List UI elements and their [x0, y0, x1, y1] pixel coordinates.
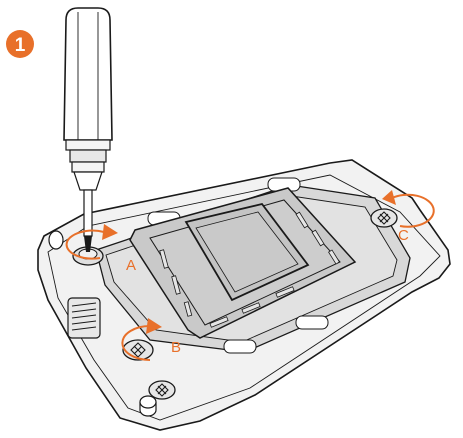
rotation-arrow-head-a	[102, 224, 118, 240]
hinge-spring	[67, 297, 101, 339]
step-badge: 1	[6, 30, 34, 58]
rotation-arrow-head-b	[146, 318, 162, 334]
screw-spare	[148, 380, 176, 400]
screw-label-c: C	[398, 227, 409, 244]
rotation-arrow-head-c	[382, 190, 396, 205]
screw-b	[122, 339, 154, 361]
screw-c	[370, 208, 398, 228]
torx-screw-icon	[130, 342, 146, 358]
torx-screw-icon	[377, 211, 391, 225]
torx-screw-icon	[155, 383, 169, 397]
screw-label-b: B	[171, 339, 181, 356]
rotation-arrow-icon	[121, 325, 151, 361]
corner-pins	[48, 230, 157, 417]
retention-plate	[129, 187, 357, 339]
rotation-arrow-icon	[65, 229, 105, 260]
screw-label-a: A	[126, 257, 136, 274]
rotation-arrow-icon	[391, 193, 435, 228]
step-number: 1	[15, 35, 26, 56]
screwdriver-icon	[63, 7, 113, 252]
